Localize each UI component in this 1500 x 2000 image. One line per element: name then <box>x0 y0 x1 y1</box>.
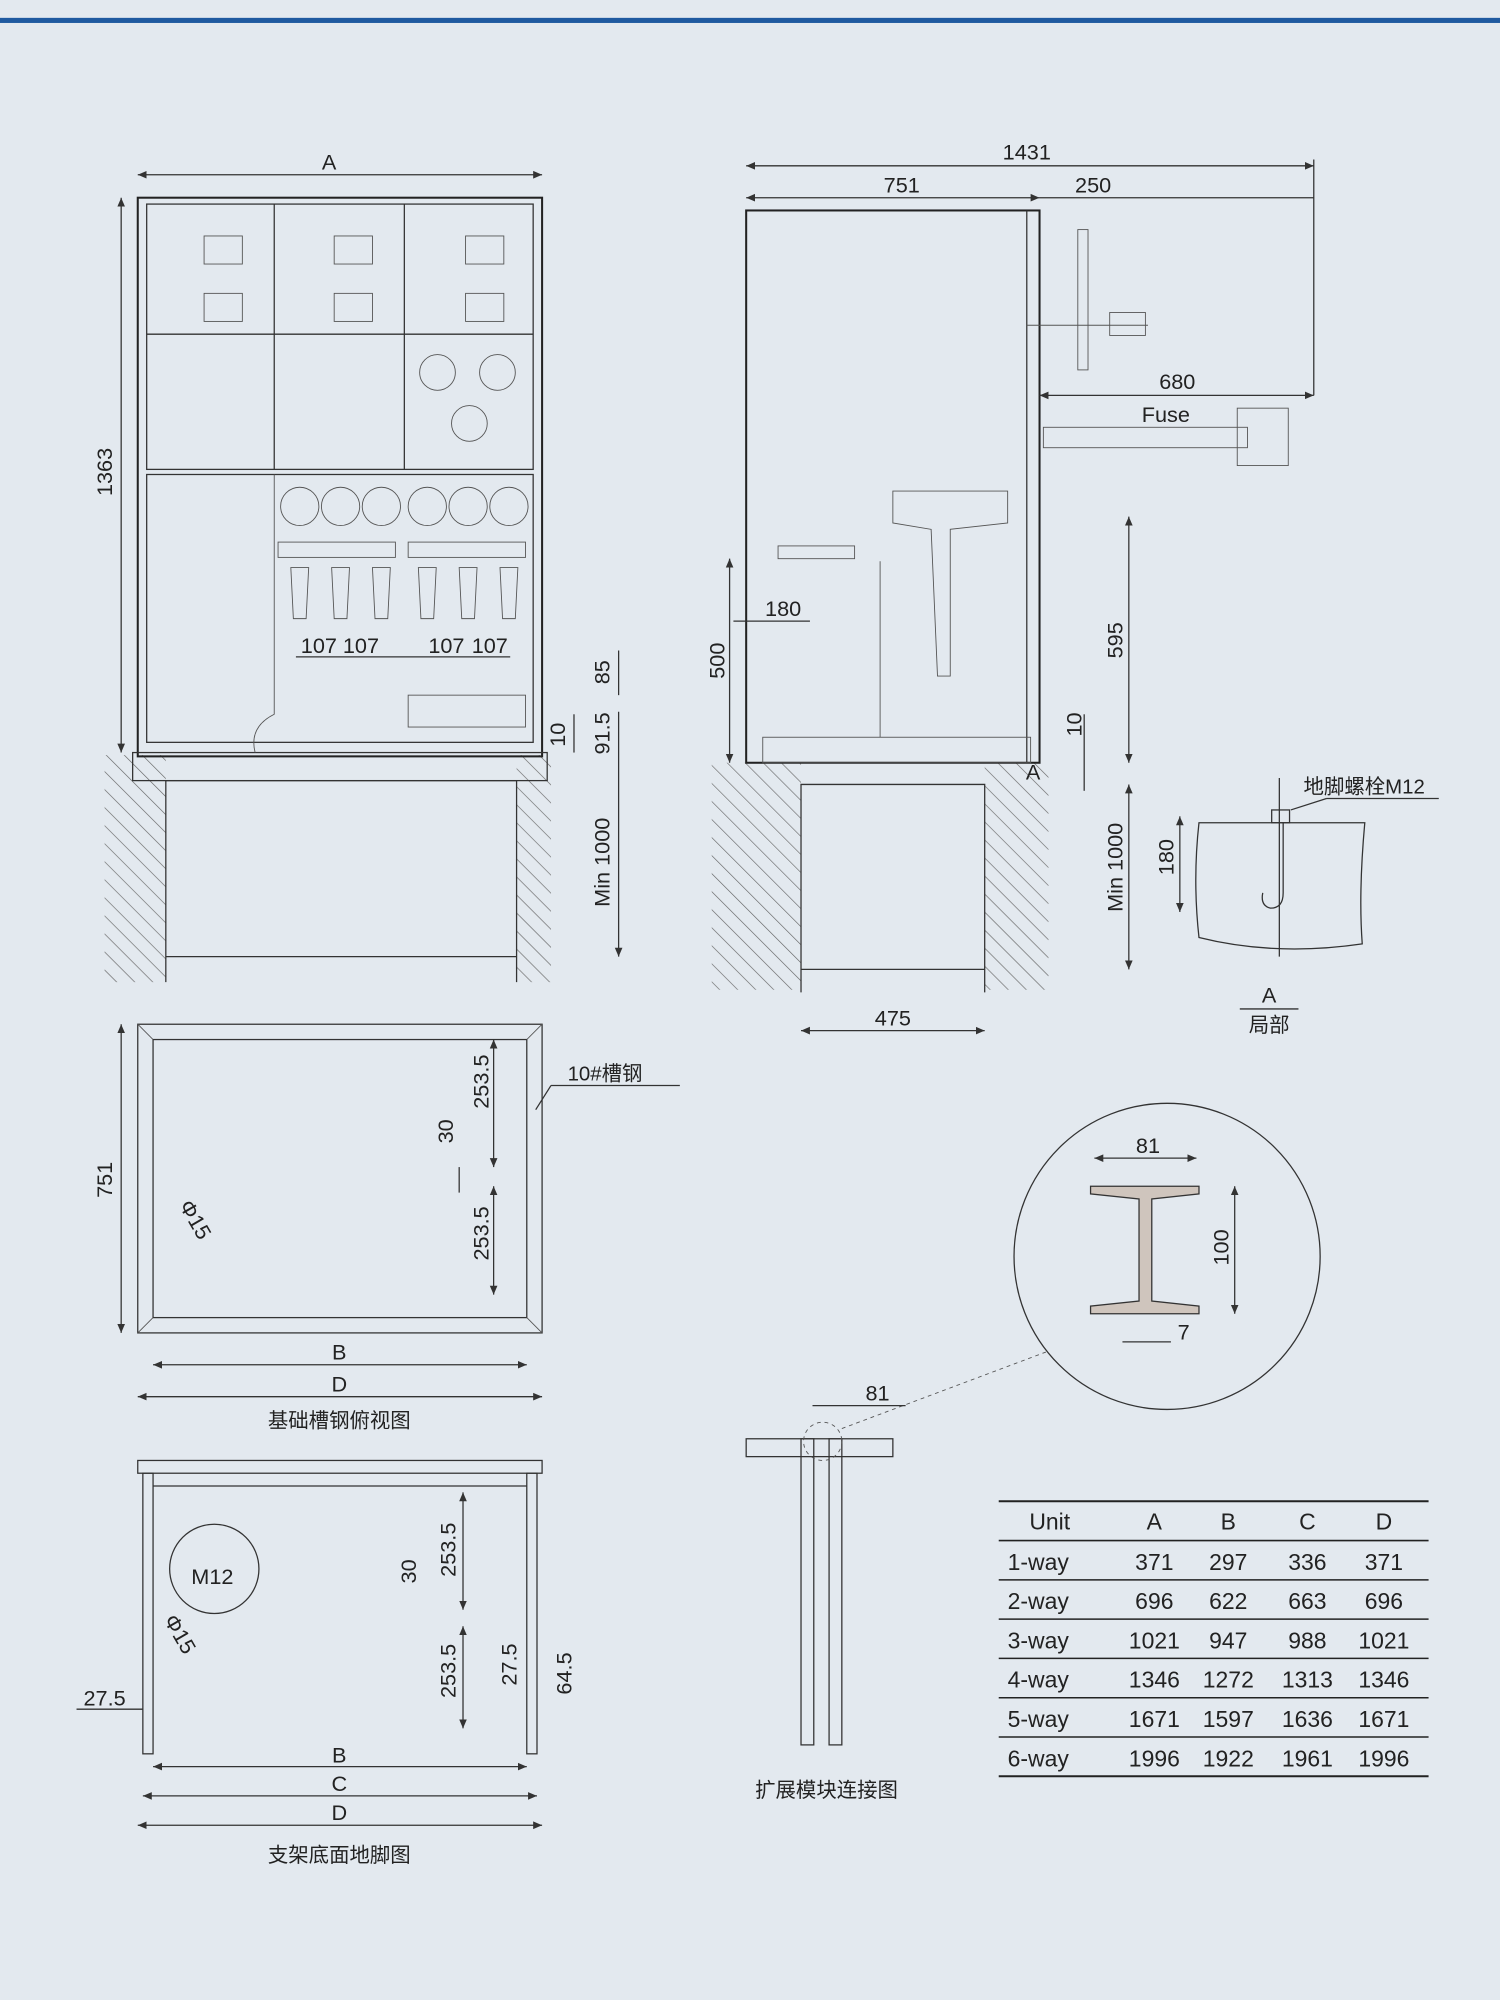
table-cell: 1671 <box>1129 1706 1180 1732</box>
table-cell: 696 <box>1135 1588 1173 1614</box>
table-cell: 1922 <box>1203 1745 1254 1771</box>
table-row-label: 4-way <box>1008 1667 1070 1693</box>
bottom-view-caption: 支架底面地脚图 <box>268 1844 411 1867</box>
dim-500: 500 <box>704 643 729 679</box>
dim-27-5-right: 27.5 <box>497 1643 522 1685</box>
table-cell: 371 <box>1135 1549 1173 1575</box>
dim-handle: 250 <box>1075 173 1111 198</box>
dim-c-bottom: C <box>331 1771 347 1796</box>
table-header: C <box>1299 1508 1316 1534</box>
dim-spacing-2: 107 <box>343 633 379 658</box>
bottom-view: M12 Φ15 30 253.5 253.5 27.5 64.5 27.5 B … <box>76 1459 576 1867</box>
table-row-label: 1-way <box>1008 1549 1070 1575</box>
dimension-table: Unit A B C D 1-way 371 297 336 371 2-way 696 622 663 6… <box>998 1500 1429 1778</box>
top-view-caption: 基础槽钢俯视图 <box>268 1409 411 1432</box>
table-cell: 988 <box>1288 1627 1326 1653</box>
table-cell: 947 <box>1209 1627 1247 1653</box>
dim-253-bottom-b: 253.5 <box>435 1644 460 1698</box>
table-cell: 1636 <box>1282 1706 1333 1732</box>
dim-pit-width: 475 <box>875 1006 911 1031</box>
anchor-bolt-label: 地脚螺栓M12 <box>1304 775 1425 798</box>
section-marker-a: A <box>1026 759 1041 784</box>
dim-180: 180 <box>765 596 801 621</box>
table-row-label: 5-way <box>1008 1706 1070 1732</box>
detail-a: 地脚螺栓M12 180 A 局部 <box>1153 775 1439 1037</box>
table-cell: 696 <box>1365 1588 1403 1614</box>
table-header: B <box>1221 1508 1236 1534</box>
cabinet-side <box>745 209 1041 764</box>
table-cell: 1272 <box>1203 1667 1254 1693</box>
dim-91-5: 91.5 <box>590 712 615 754</box>
top-view: 751 Φ15 30 253.5 253.5 10#槽钢 B D 基础槽钢俯视图 <box>92 1023 680 1432</box>
table-cell: 297 <box>1209 1549 1247 1575</box>
table-cell: 371 <box>1365 1549 1403 1575</box>
dim-width-a: A <box>322 150 337 175</box>
dim-27-5-left: 27.5 <box>83 1685 125 1710</box>
dim-10: 10 <box>545 723 570 747</box>
dim-spacing-3: 107 <box>428 633 464 658</box>
dim-total-depth: 1431 <box>1003 139 1051 164</box>
table-cell: 1021 <box>1358 1627 1409 1653</box>
detail-a-title: A <box>1262 983 1277 1008</box>
i-beam-detail <box>1013 1102 1321 1411</box>
table-header: D <box>1376 1508 1393 1534</box>
dim-85: 85 <box>590 660 615 684</box>
cabinet-front <box>136 196 544 758</box>
extension-view: 81 扩展模块连接图 81 100 7 <box>745 1102 1321 1802</box>
table-row-label: 6-way <box>1008 1745 1070 1771</box>
dim-bolt-depth: 180 <box>1153 839 1178 875</box>
table-cell: 1961 <box>1282 1745 1333 1771</box>
dim-b-bottom: B <box>332 1743 346 1768</box>
table-cell: 1021 <box>1129 1627 1180 1653</box>
dim-pit-depth-side: Min 1000 <box>1102 823 1127 912</box>
dim-751: 751 <box>92 1162 117 1198</box>
dim-spacing-4: 107 <box>472 633 508 658</box>
dim-81-extension: 81 <box>865 1381 889 1406</box>
table-header: A <box>1147 1508 1163 1534</box>
dim-d-bottom: D <box>331 1800 347 1825</box>
table-row-label: 3-way <box>1008 1627 1070 1653</box>
extension-caption: 扩展模块连接图 <box>755 1779 898 1802</box>
table-cell: 1346 <box>1358 1667 1409 1693</box>
table-header: Unit <box>1029 1508 1070 1534</box>
table-cell: 622 <box>1209 1588 1247 1614</box>
table-cell: 1996 <box>1358 1745 1409 1771</box>
dim-fuse-reach: 680 <box>1159 369 1195 394</box>
dim-10-side: 10 <box>1062 712 1087 736</box>
dim-beam-web: 7 <box>1178 1319 1190 1344</box>
dim-body-depth: 751 <box>884 173 920 198</box>
dim-30: 30 <box>433 1119 458 1143</box>
hole-diameter: Φ15 <box>174 1195 216 1243</box>
bolt-m12: M12 <box>191 1564 233 1589</box>
table-cell: 1671 <box>1358 1706 1409 1732</box>
table-cell: 1996 <box>1129 1745 1180 1771</box>
fuse-label: Fuse <box>1142 402 1190 427</box>
detail-a-subtitle: 局部 <box>1249 1014 1290 1037</box>
dim-beam-height: 100 <box>1208 1229 1233 1265</box>
table-cell: 1346 <box>1129 1667 1180 1693</box>
dim-d-top: D <box>331 1372 347 1397</box>
channel-steel-label: 10#槽钢 <box>568 1062 643 1085</box>
dim-253-bottom: 253.5 <box>469 1206 494 1260</box>
table-cell: 336 <box>1288 1549 1326 1575</box>
dim-height: 1363 <box>92 448 117 496</box>
table-cell: 663 <box>1288 1588 1326 1614</box>
top-accent-bar <box>0 17 1500 23</box>
dim-spacing-1: 107 <box>301 633 337 658</box>
dim-pit-depth: Min 1000 <box>590 818 615 907</box>
table-cell: 1597 <box>1203 1706 1254 1732</box>
table-row-label: 2-way <box>1008 1588 1070 1614</box>
hole-diameter-bottom: Φ15 <box>159 1610 201 1658</box>
dim-595: 595 <box>1102 622 1127 658</box>
dim-253-top: 253.5 <box>469 1055 494 1109</box>
dim-253-bottom-a: 253.5 <box>435 1523 460 1577</box>
dim-30-bottom: 30 <box>396 1559 421 1583</box>
dim-64-5: 64.5 <box>551 1652 576 1694</box>
table-cell: 1313 <box>1282 1667 1333 1693</box>
front-view: A 1363 107 107 107 107 85 10 91.5 Min 10… <box>92 150 623 983</box>
dim-b-top: B <box>332 1340 346 1365</box>
side-view: 1431 751 250 680 Fuse 180 500 595 10 A M… <box>704 139 1315 1035</box>
dim-beam-width: 81 <box>1136 1133 1160 1158</box>
